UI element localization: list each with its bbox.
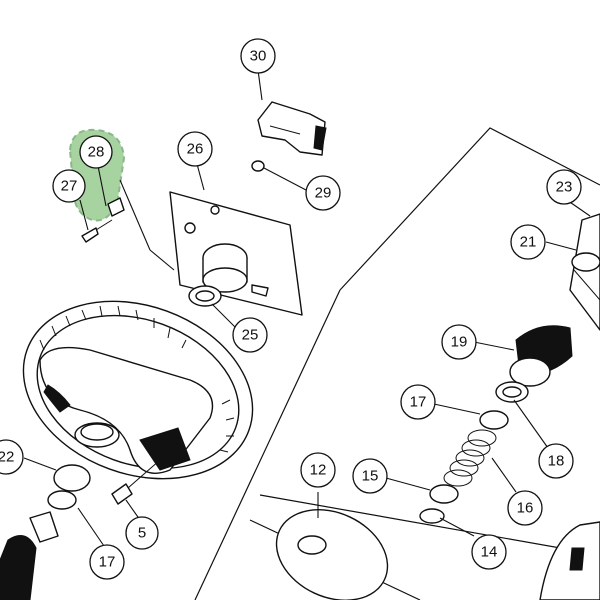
svg-text:5: 5	[138, 525, 146, 542]
washer-15	[429, 484, 459, 504]
svg-text:18: 18	[548, 453, 565, 470]
svg-text:14: 14	[481, 544, 498, 561]
callout-17-right: 17	[400, 384, 436, 420]
svg-text:12: 12	[310, 462, 327, 479]
callout-29: 29	[305, 175, 341, 211]
callout-18: 18	[538, 443, 574, 479]
svg-text:16: 16	[517, 500, 534, 517]
svg-text:28: 28	[88, 144, 105, 161]
callout-22: 22	[0, 439, 24, 475]
callout-19: 19	[441, 324, 477, 360]
lower-left-parts	[0, 464, 91, 600]
bushing-25	[188, 285, 222, 307]
clip-14	[419, 508, 445, 524]
svg-text:26: 26	[187, 141, 204, 158]
svg-text:22: 22	[0, 449, 14, 466]
callouts: 30 26 28 27 29 25 23 21 19 17 18 16 15 1…	[0, 38, 582, 580]
leader-lines	[23, 69, 591, 547]
callout-14: 14	[471, 534, 507, 570]
svg-text:17: 17	[410, 394, 427, 411]
callout-16: 16	[507, 490, 543, 526]
callout-15: 15	[352, 458, 388, 494]
callout-17-left: 17	[89, 544, 125, 580]
svg-text:25: 25	[242, 327, 259, 344]
callout-26: 26	[177, 131, 213, 167]
housing-bottom-right	[539, 521, 600, 600]
callout-21: 21	[510, 224, 546, 260]
ring-17	[479, 410, 509, 430]
screw-5	[111, 459, 161, 505]
svg-text:19: 19	[451, 334, 468, 351]
svg-text:21: 21	[520, 234, 537, 251]
disc-12	[275, 509, 389, 600]
callout-25: 25	[232, 317, 268, 353]
callout-5: 5	[125, 516, 159, 550]
mount-plate	[169, 191, 303, 316]
svg-text:30: 30	[250, 48, 267, 65]
screw-27	[81, 219, 113, 243]
spring-16	[443, 429, 497, 487]
callout-30: 30	[240, 38, 276, 74]
svg-text:29: 29	[315, 185, 332, 202]
callout-12: 12	[300, 452, 336, 488]
svg-text:15: 15	[362, 468, 379, 485]
screw-28	[107, 197, 125, 217]
steering-wheel	[22, 300, 254, 480]
svg-text:23: 23	[556, 179, 573, 196]
bracket-30	[257, 101, 327, 156]
callout-28: 28	[79, 135, 113, 169]
callout-27: 27	[52, 169, 86, 203]
column-shaft	[569, 213, 600, 331]
bearing-19	[495, 325, 573, 403]
svg-text:17: 17	[99, 554, 116, 571]
svg-text:27: 27	[61, 178, 78, 195]
washer-29	[251, 160, 265, 172]
callout-23: 23	[546, 169, 582, 205]
